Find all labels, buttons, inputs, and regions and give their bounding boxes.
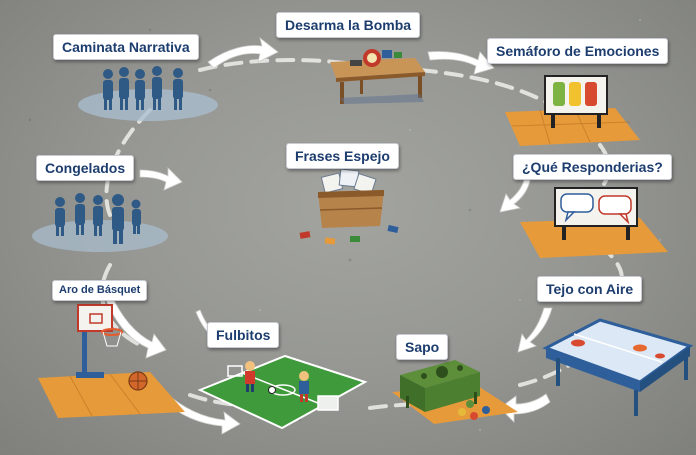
- frases-illustration: [299, 168, 399, 245]
- label-que-responderias: ¿Qué Responderias?: [513, 154, 672, 180]
- traffic-light-board-icon: [544, 75, 608, 128]
- card-box-icon: [318, 168, 384, 228]
- label-semaforo-de-emociones: Semáforo de Emociones: [487, 38, 669, 64]
- arrow-to-bomba: [207, 36, 279, 69]
- soccer-field-icon: [197, 354, 368, 430]
- arrow-to-congelados-right: [139, 167, 183, 191]
- arrow-to-tejo: [517, 307, 553, 353]
- responderias-illustration: [520, 187, 668, 258]
- label-congelados: Congelados: [36, 155, 135, 181]
- arrow-to-aro: [105, 295, 167, 359]
- tejo-illustration: [542, 318, 694, 416]
- label-caminata-narrativa: Caminata Narrativa: [53, 34, 199, 60]
- bomb-table-icon: [350, 49, 402, 67]
- arrow-to-responderias: [499, 179, 531, 213]
- caminata-illustration: [78, 66, 218, 121]
- bomba-illustration: [330, 49, 425, 104]
- fulbitos-illustration: [197, 354, 368, 430]
- air-hockey-table-icon: [542, 318, 694, 416]
- label-sapo: Sapo: [396, 334, 449, 360]
- label-desarma-la-bomba: Desarma la Bomba: [276, 12, 421, 38]
- label-fulbitos: Fulbitos: [207, 322, 280, 348]
- sapo-illustration: [392, 360, 518, 424]
- semaforo-illustration: [505, 75, 640, 146]
- people-silhouette-icon: [103, 66, 183, 110]
- toad-game-icon: [400, 360, 480, 412]
- arrow-to-sapo: [499, 393, 551, 423]
- pavement-texture: [28, 19, 661, 431]
- label-aro-de-basquet: Aro de Básquet: [52, 280, 148, 301]
- arrow-to-semaforo: [427, 51, 495, 75]
- label-frases-espejo: Frases Espejo: [286, 143, 399, 169]
- label-tejo-con-aire: Tejo con Aire: [537, 276, 643, 302]
- basketball-hoop-icon: [76, 304, 123, 378]
- congelados-illustration: [32, 193, 168, 252]
- aro-illustration: [38, 304, 185, 418]
- speech-bubbles-board-icon: [554, 187, 638, 240]
